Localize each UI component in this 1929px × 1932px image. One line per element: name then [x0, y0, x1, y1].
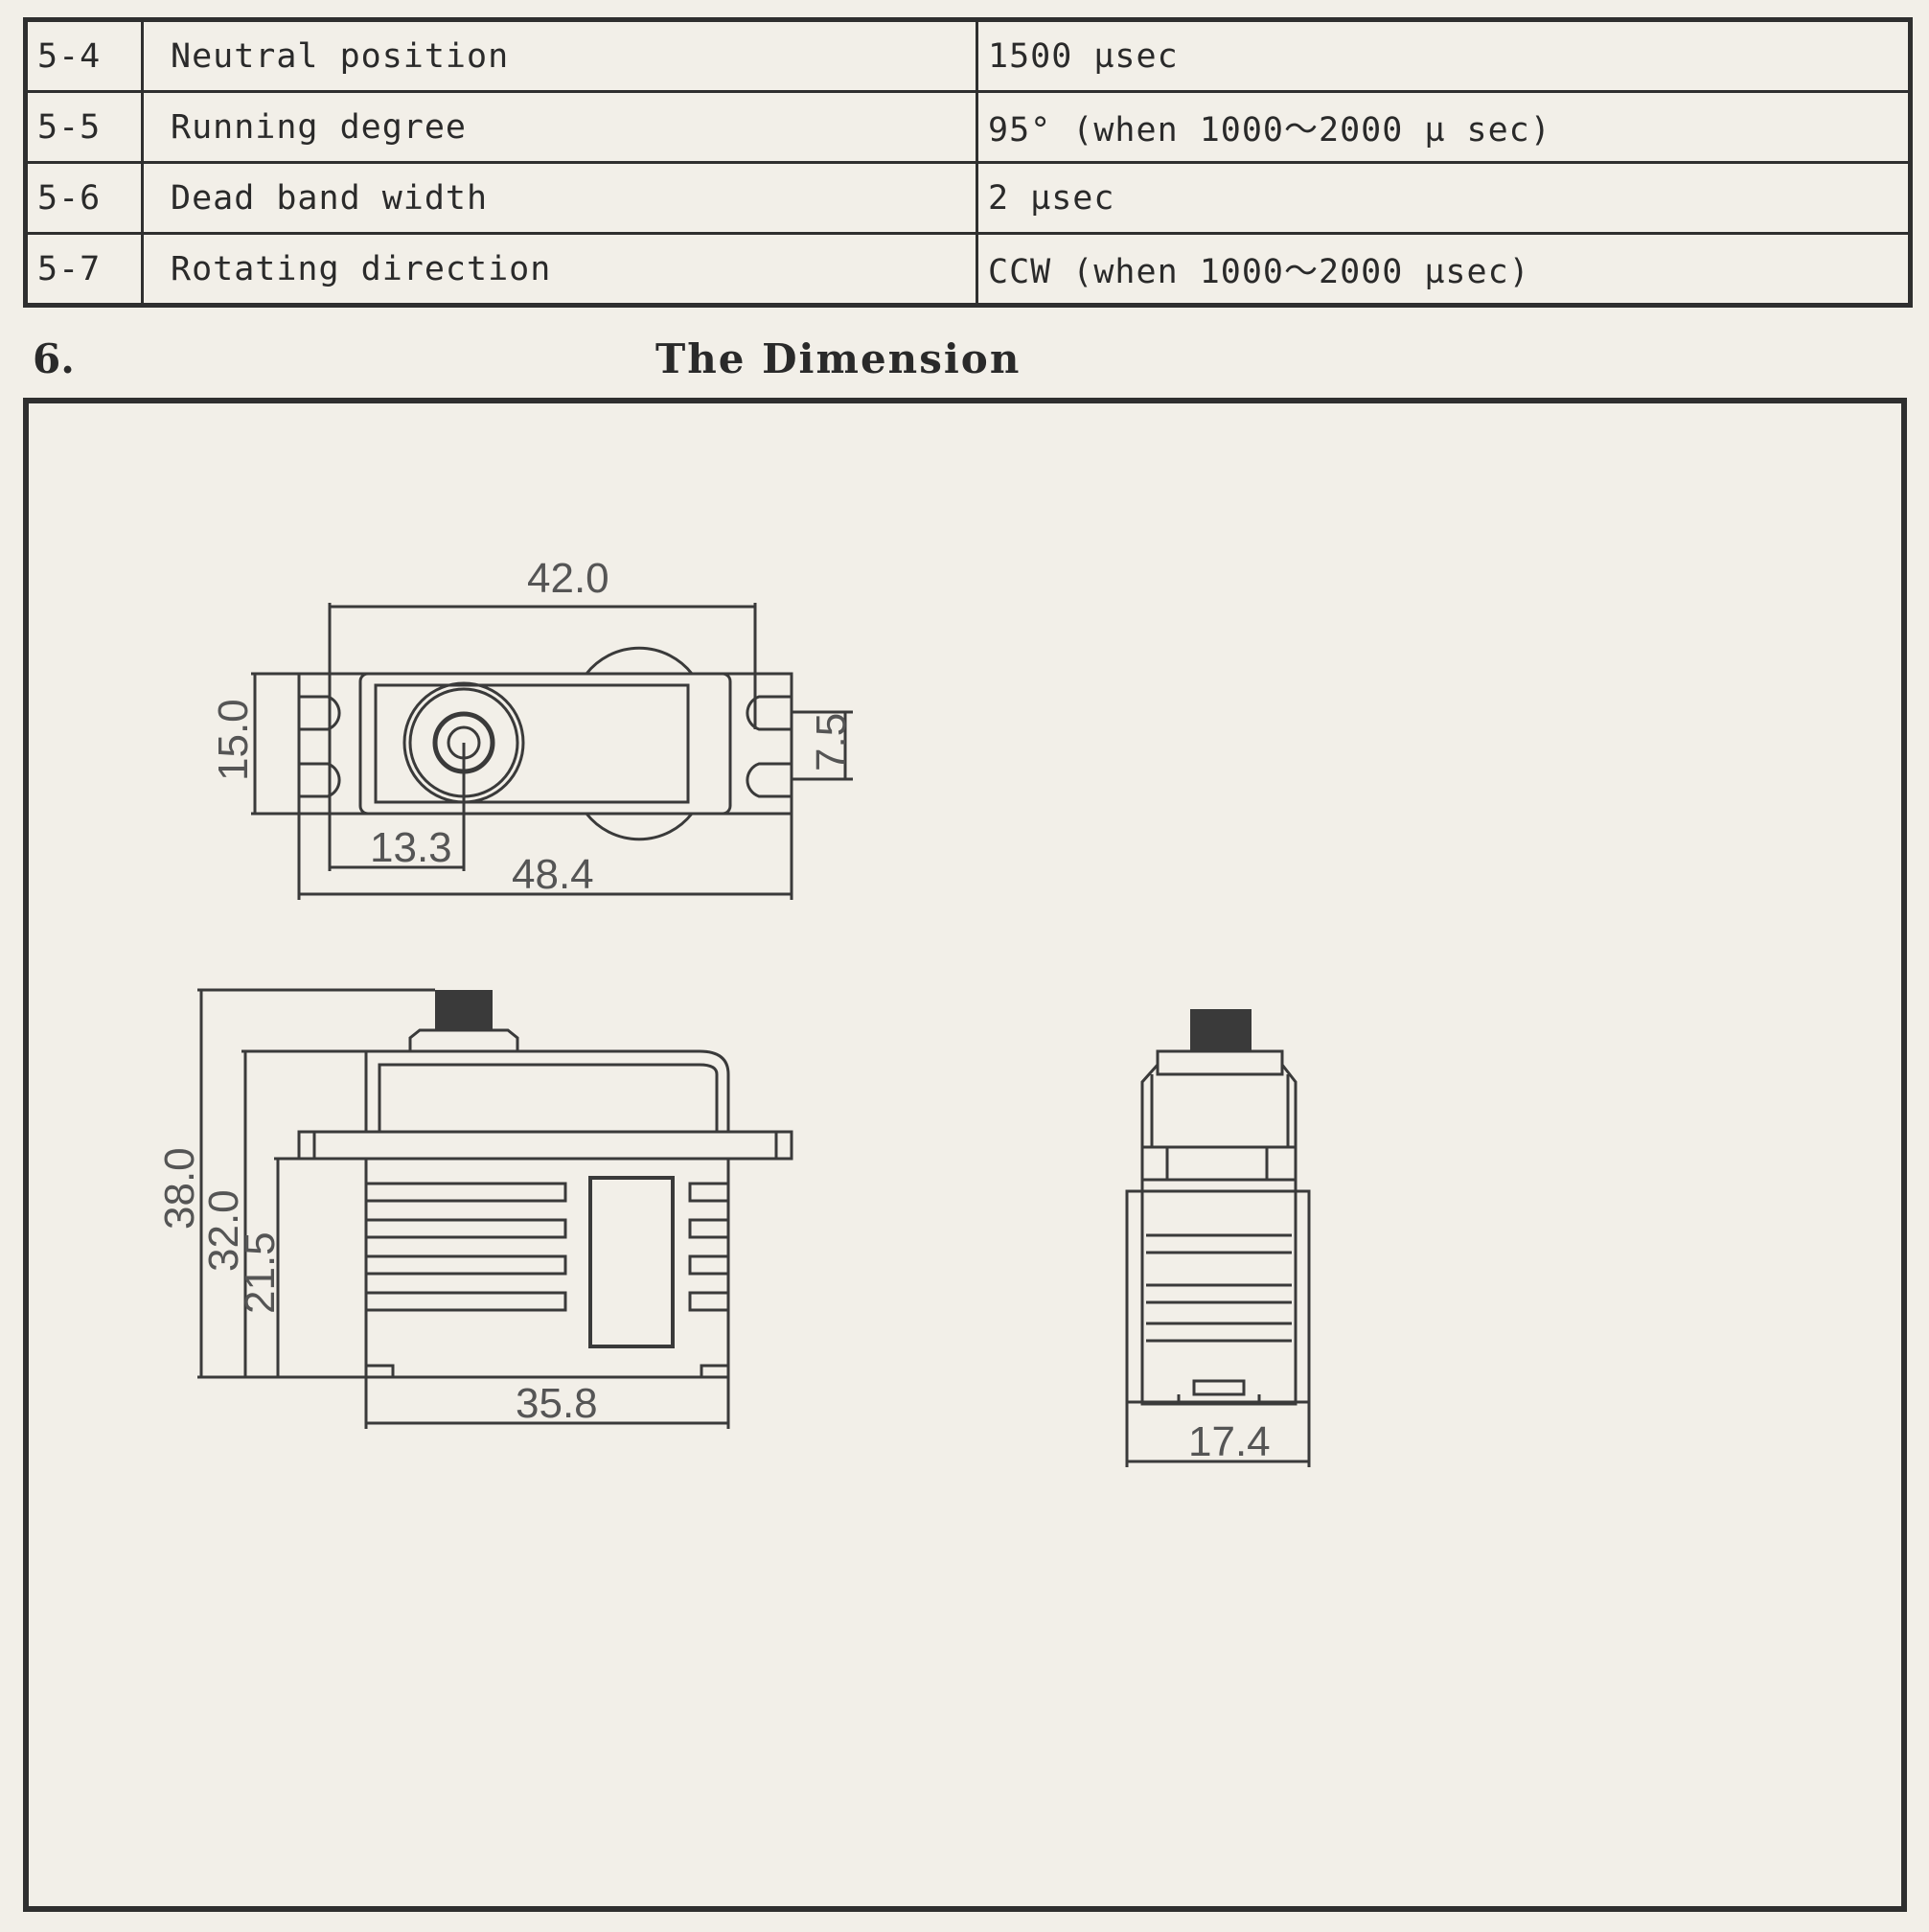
section-title: The Dimension: [655, 335, 1022, 382]
table-row: 5-6 Dead band width 2 µsec: [24, 161, 1912, 235]
row-number: 5-6: [24, 161, 144, 235]
row-value: CCW (when 1000～2000 µsec): [976, 232, 1912, 307]
row-number: 5-7: [24, 232, 144, 307]
table-row: 5-7 Rotating direction CCW (when 1000～20…: [24, 232, 1912, 307]
servo-dimension-drawing: 42.0 15.0: [156, 555, 1311, 1467]
row-number: 5-4: [24, 18, 144, 93]
top-view: 42.0 15.0: [210, 555, 855, 900]
row-item: Dead band width: [141, 161, 978, 235]
row-number: 5-5: [24, 90, 144, 164]
dim-label-overall-length: 48.4: [512, 851, 594, 898]
table-row: 5-5 Running degree 95° (when 1000～2000 µ…: [24, 90, 1912, 164]
section-number: 6.: [33, 335, 75, 382]
table-row: 5-4 Neutral position 1500 µsec: [24, 18, 1912, 93]
row-value: 2 µsec: [976, 161, 1912, 235]
dim-label-case-height: 32.0: [200, 1189, 247, 1272]
row-item: Rotating direction: [141, 232, 978, 307]
dim-label-shaft-offset: 13.3: [370, 824, 452, 871]
row-value: 1500 µsec: [976, 18, 1912, 93]
row-item: Running degree: [141, 90, 978, 164]
dim-label-body-length: 35.8: [516, 1380, 598, 1427]
dim-label-end-body-width: 17.4: [1188, 1418, 1271, 1465]
dim-label-total-height: 38.0: [156, 1147, 203, 1230]
row-item: Neutral position: [141, 18, 978, 93]
side-view: 38.0 32.0 21.5 35.8: [156, 988, 793, 1429]
dim-label-flange-height: 21.5: [237, 1231, 284, 1314]
dimension-drawing-frame: 42.0 15.0: [23, 398, 1907, 1912]
spec-table: 5-4 Neutral position 1500 µsec 5-5 Runni…: [23, 17, 1913, 308]
row-value: 95° (when 1000～2000 µ sec): [976, 90, 1912, 164]
dim-label-mount-hole-spacing: 42.0: [527, 555, 609, 602]
dim-label-tab-slot-spacing: 7.5: [808, 713, 855, 771]
end-view: 17.4: [1125, 1009, 1311, 1467]
section-heading: 6. The Dimension: [33, 335, 1911, 389]
dim-label-body-width: 15.0: [210, 699, 257, 781]
